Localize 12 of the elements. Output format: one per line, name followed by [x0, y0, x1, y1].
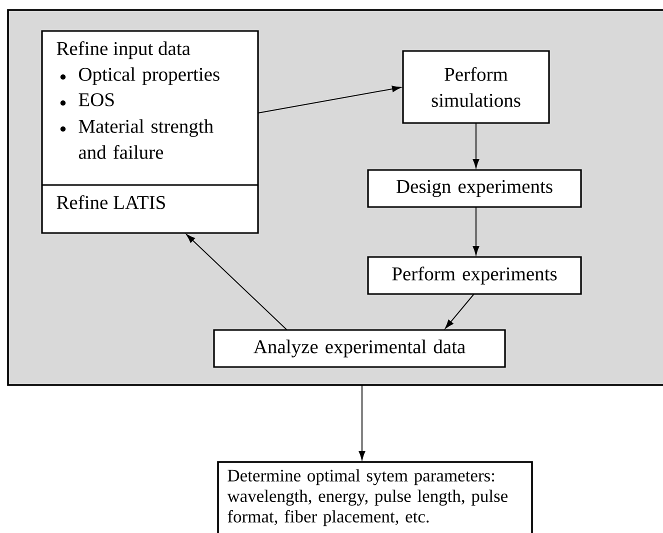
process-box: Perform experiments [367, 256, 582, 295]
arrow [186, 234, 288, 330]
arrow [472, 206, 480, 256]
process-box: Analyze experimental data [213, 329, 506, 368]
process-box: Refine input data Optical properties EOS Material strength and failure Refine LATIS [41, 30, 259, 234]
arrow [358, 384, 366, 460]
process-box: Design experiments [367, 169, 582, 208]
process-box: Perform simulations [402, 50, 550, 124]
arrow [258, 86, 402, 114]
arrow [472, 122, 480, 168]
process-box: Determine optimal sytem parameters: wavelength, energy, pulse length, pulse format, fiber placement, etc. [217, 461, 533, 533]
arrow [445, 294, 474, 329]
